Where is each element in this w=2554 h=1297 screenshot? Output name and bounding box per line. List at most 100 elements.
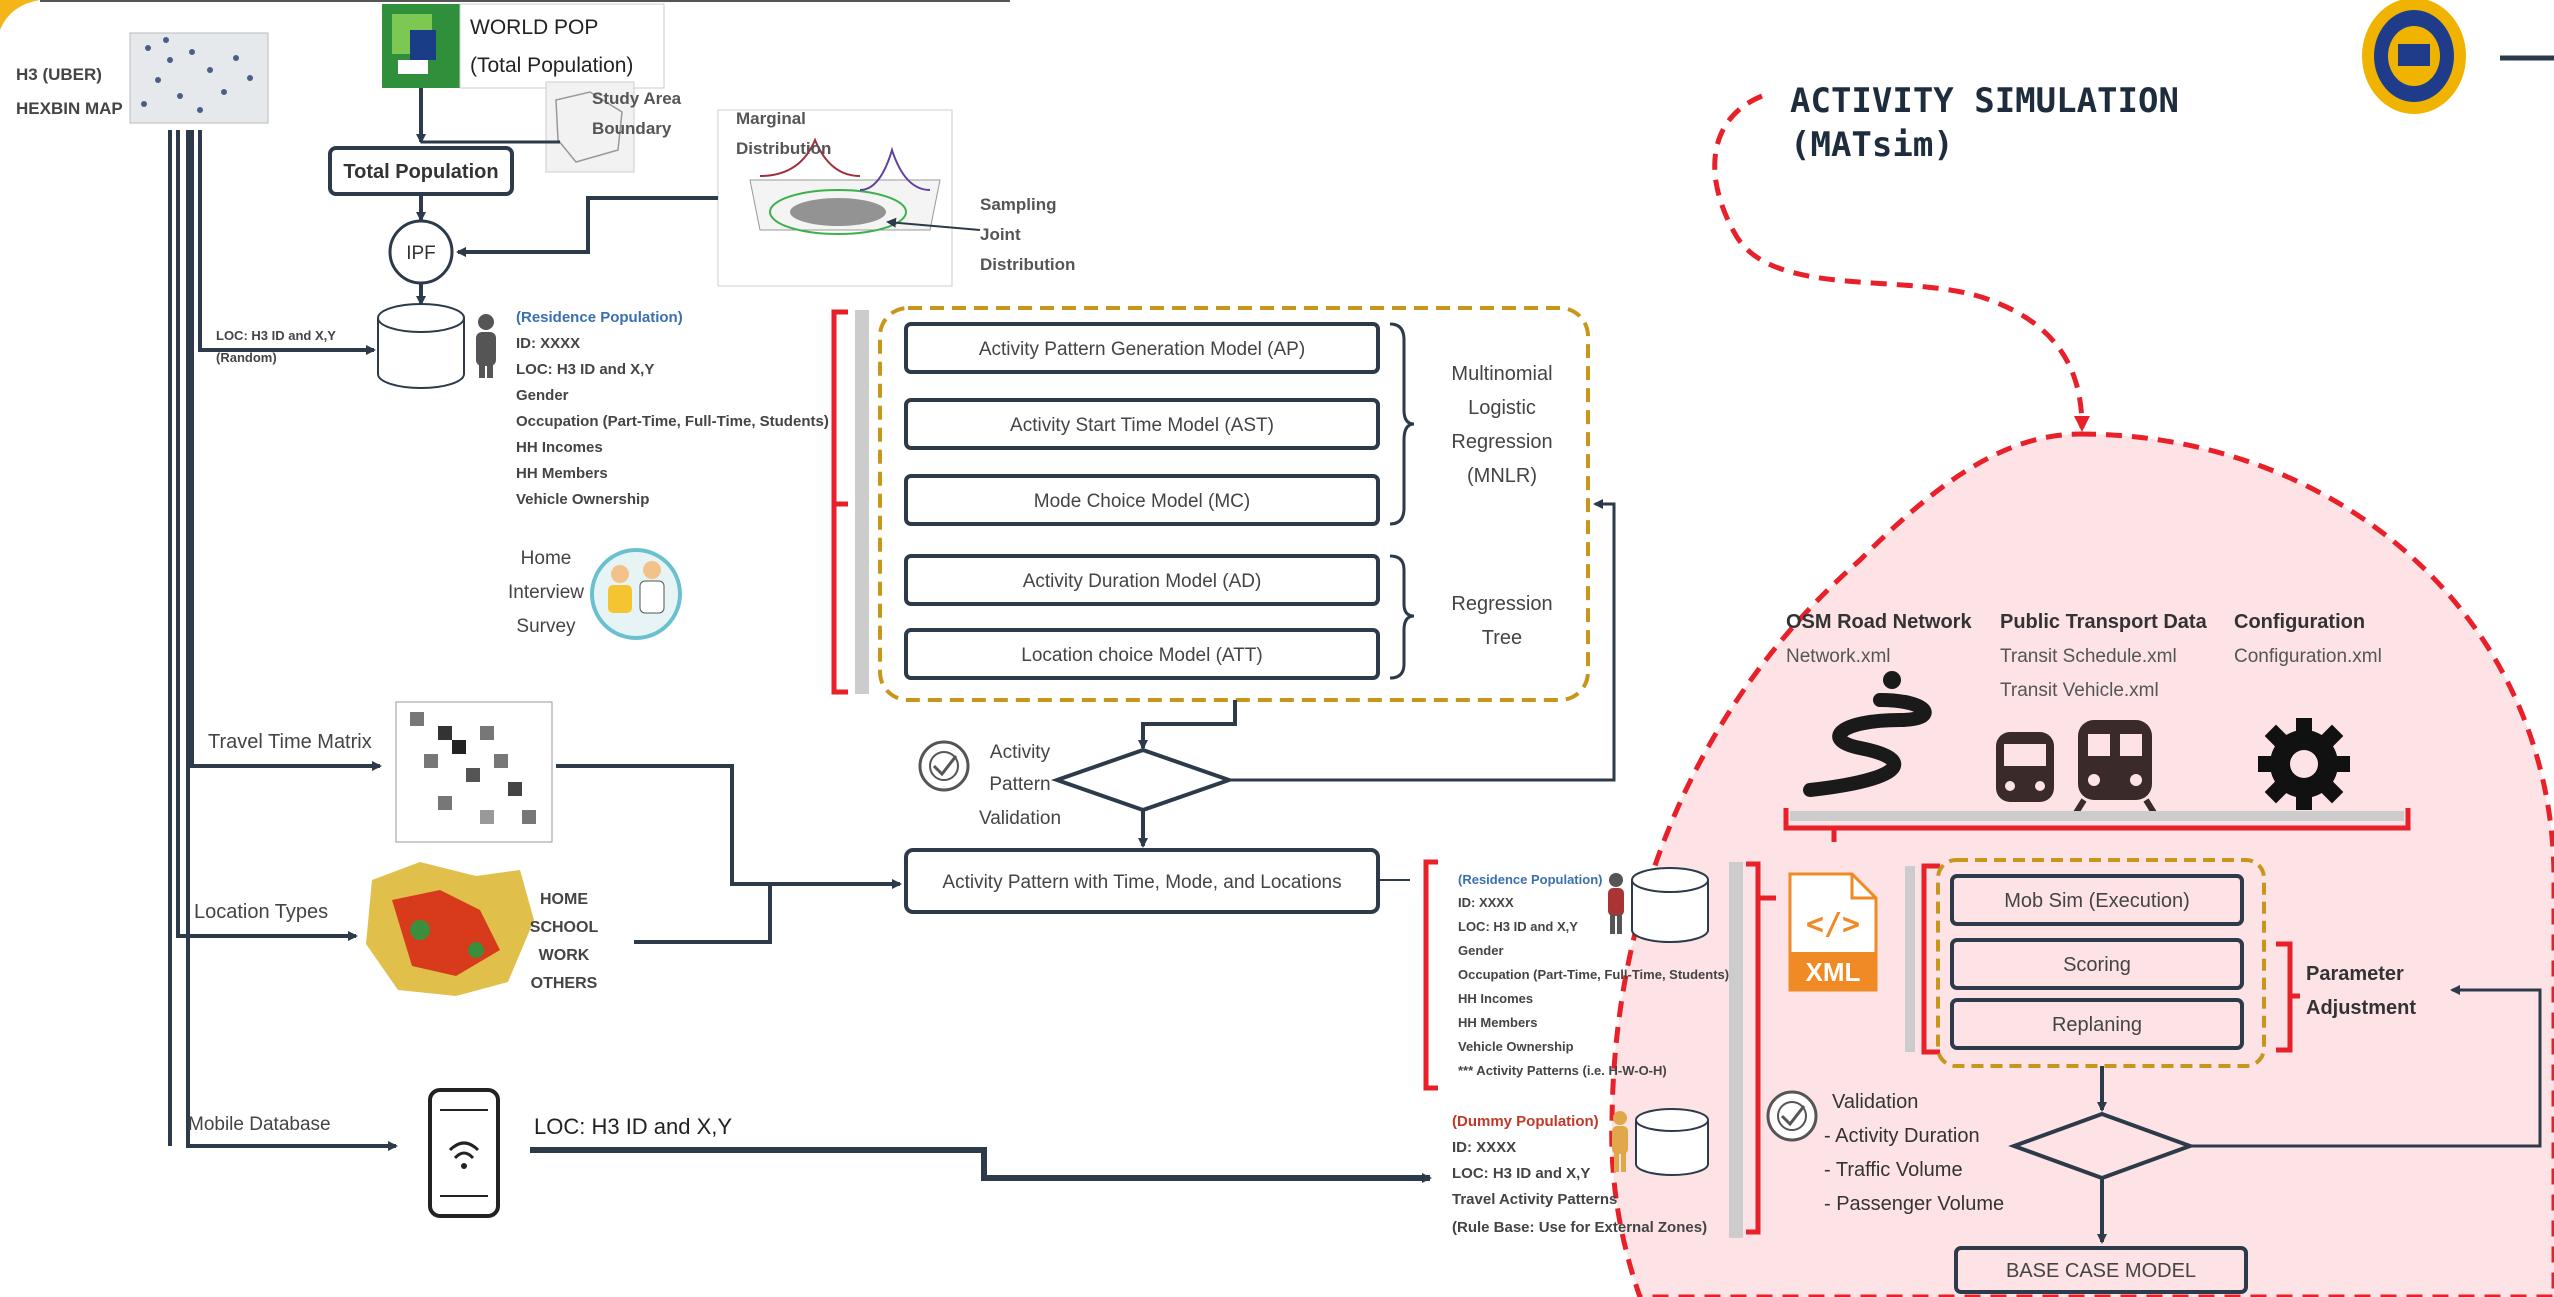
person-icon	[476, 314, 496, 378]
residence-attr: HH Incomes	[516, 439, 603, 456]
sim-validation-item: - Traffic Volume	[1824, 1159, 1963, 1181]
location-map-image	[366, 862, 534, 996]
residence2-attr: LOC: H3 ID and X,Y	[1458, 919, 1578, 934]
validation-label: Validation	[979, 808, 1061, 829]
sim-validation-target-icon	[1766, 1090, 1818, 1142]
loc-random-label: LOC: H3 ID and X,Y	[216, 328, 336, 343]
residence-title: (Residence Population)	[516, 309, 683, 326]
study-area-label: Study Area	[592, 89, 682, 108]
dummy-attr: LOC: H3 ID and X,Y	[1452, 1165, 1590, 1182]
residence-attr: Occupation (Part-Time, Full-Time, Studen…	[516, 413, 829, 430]
model-box	[904, 398, 1380, 450]
world-pop-box	[459, 3, 665, 89]
arrow-mobile-dummy	[530, 1147, 1432, 1183]
loop-step-label: Scoring	[2063, 954, 2131, 976]
model-box	[904, 474, 1380, 526]
loop-step-box	[1950, 938, 2244, 990]
corner-accent	[0, 0, 40, 30]
survey-label-2: Interview	[508, 582, 584, 603]
residence-database-icon	[377, 303, 465, 389]
residence2-attr: ID: XXXX	[1458, 895, 1514, 910]
base-case-box	[1954, 1246, 2248, 1294]
population-bracket-right	[1746, 861, 1761, 1235]
tree-brace	[1389, 554, 1415, 680]
sim-validation-item: - Activity Duration	[1824, 1125, 1980, 1147]
dummy-person-icon	[1612, 1111, 1628, 1172]
loop-step-box	[1950, 998, 2244, 1050]
simulation-region	[1609, 431, 2554, 1297]
residence-attr: Gender	[516, 387, 569, 404]
location-type-item: WORK	[539, 947, 590, 964]
marginal-label: Marginal	[736, 109, 806, 128]
public-transport-file: Transit Schedule.xml	[2000, 646, 2177, 667]
interview-icon	[590, 548, 682, 640]
loop-step-box	[1950, 874, 2244, 926]
university-seal-icon	[2362, 0, 2466, 114]
dummy-title: (Dummy Population)	[1452, 1113, 1599, 1130]
mnlr-label: Multinomial	[1451, 363, 1552, 385]
arrow-loc-random	[198, 130, 376, 355]
train-icon	[2071, 720, 2159, 818]
inputs-bracket	[1783, 808, 2411, 831]
h3-hexbin-map-image	[129, 32, 269, 124]
total-population-label: Total Population	[343, 161, 498, 183]
location-types-label: Location Types	[194, 901, 328, 923]
gear-icon	[2258, 718, 2350, 810]
validation-label: Activity	[990, 742, 1051, 763]
sim-validation-title: Validation	[1832, 1091, 1918, 1113]
residence-attr: Vehicle Ownership	[516, 491, 649, 508]
public-transport-label: Public Transport Data	[2000, 611, 2208, 633]
validation-diamond	[1050, 747, 1236, 813]
sim-validation-item: - Passenger Volume	[1824, 1193, 2004, 1215]
arrow-matrix-output	[556, 764, 902, 889]
world-pop-sub: (Total Population)	[470, 54, 633, 77]
residence2-attr: *** Activity Patterns (i.e. H-W-O-H)	[1458, 1063, 1667, 1078]
simulation-subtitle: (MATsim)	[1790, 125, 1954, 165]
residence-attr: HH Members	[516, 465, 608, 482]
parameter-adjustment-label: Parameter	[2306, 963, 2404, 985]
simulation-title: ACTIVITY SIMULATION	[1790, 81, 2179, 121]
configuration-file: Configuration.xml	[2234, 646, 2382, 667]
residence2-attr: HH Incomes	[1458, 991, 1533, 1006]
dummy-attr: ID: XXXX	[1452, 1139, 1516, 1156]
road-network-icon	[1803, 671, 1932, 797]
arrow-models-validation	[1138, 700, 1237, 750]
world-pop-raster-image	[382, 4, 460, 88]
configuration-label: Configuration	[2234, 611, 2365, 633]
residence2-person-icon	[1608, 873, 1624, 934]
world-pop-label: WORLD POP	[470, 16, 598, 39]
location-type-item: HOME	[540, 891, 588, 908]
model-label: Activity Pattern Generation Model (AP)	[979, 339, 1305, 360]
parameter-adjustment-label: Adjustment	[2306, 997, 2416, 1019]
loop-step-label: Mob Sim (Execution)	[2004, 890, 2190, 912]
sampling-label-3: Distribution	[980, 255, 1075, 274]
residence2-attr: Gender	[1458, 943, 1504, 958]
dummy-attr: (Rule Base: Use for External Zones)	[1452, 1219, 1707, 1236]
arrow-distribution-ipf	[456, 196, 718, 257]
xml-label: XML	[1806, 957, 1861, 987]
arrow-travel-time	[190, 130, 382, 771]
mobile-loc-label: LOC: H3 ID and X,Y	[534, 1114, 732, 1139]
arrow-location-types	[176, 130, 358, 941]
base-case-label: BASE CASE MODEL	[2006, 1260, 2196, 1282]
loc-random-sub: (Random)	[216, 350, 277, 365]
xml-file-icon: </>	[1788, 872, 1878, 992]
loop-container	[1936, 858, 2266, 1068]
model-box	[904, 628, 1380, 680]
study-area-boundary-image	[545, 81, 635, 173]
residence-attr: ID: XXXX	[516, 335, 580, 352]
mobile-database-label: Mobile Database	[188, 1114, 331, 1135]
study-area-sub: Boundary	[592, 119, 672, 138]
arrow-mobile-database	[186, 130, 398, 1151]
model-box	[904, 322, 1380, 374]
h3-label-line2: HEXBIN MAP	[16, 99, 123, 118]
bus-icon	[1996, 732, 2054, 802]
residence2-title: (Residence Population)	[1458, 872, 1602, 887]
travel-time-matrix-image	[395, 701, 553, 843]
mnlr-label: (MNLR)	[1467, 465, 1537, 487]
model-label: Mode Choice Model (MC)	[1034, 491, 1250, 512]
activity-pattern-output-label: Activity Pattern with Time, Mode, and Lo…	[942, 872, 1341, 893]
public-transport-file: Transit Vehicle.xml	[2000, 680, 2159, 701]
model-label: Activity Duration Model (AD)	[1023, 571, 1262, 592]
loop-step-label: Replaning	[2052, 1014, 2142, 1036]
